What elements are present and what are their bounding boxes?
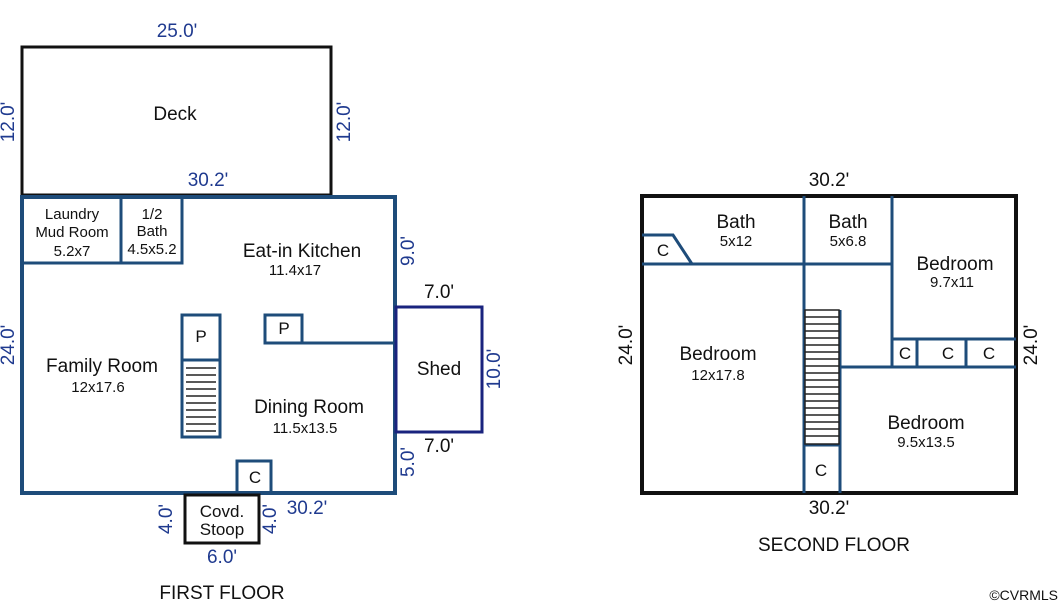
second-floor-dim-bottom: 30.2' — [809, 498, 850, 519]
stoop-dim-bottom: 6.0' — [207, 547, 237, 568]
laundry-bath-walls — [22, 197, 184, 265]
second-floor-dim-right: 24.0' — [1021, 325, 1042, 366]
bedroom-w-size: 12x17.8 — [691, 367, 744, 384]
shed-outline — [394, 305, 484, 434]
shed-label: Shed — [417, 359, 461, 380]
deck-dim-bottom: 30.2' — [188, 170, 229, 191]
stoop-outline — [183, 493, 261, 545]
closet-first-floor-label: C — [249, 468, 261, 487]
stoop-label-2: Stoop — [200, 520, 244, 539]
bath2-size: 5x6.8 — [830, 233, 867, 250]
first-floor-dim-right-upper: 9.0' — [398, 236, 419, 266]
first-floor-plan: Deck 25.0' 12.0' 12.0' 30.2' Laundry Mud… — [0, 21, 505, 604]
laundry-label-2: Mud Room — [35, 224, 108, 241]
first-floor-caption: FIRST FLOOR — [159, 583, 284, 604]
dining-room-label: Dining Room — [254, 397, 364, 418]
first-floor-dim-bottom: 30.2' — [287, 498, 328, 519]
second-floor-outline — [640, 194, 1018, 495]
deck-dim-right: 12.0' — [334, 102, 355, 143]
bedroom-ne-size: 9.7x11 — [930, 274, 974, 291]
stairs-second-floor — [805, 316, 839, 437]
shed-dim-bottom: 7.0' — [424, 436, 454, 457]
dining-room-size: 11.5x13.5 — [273, 420, 338, 437]
closet-first-floor — [235, 459, 273, 495]
second-floor-plan: C Bath 5x12 Bath 5x6.8 Bedroom 9.7x11 Be… — [616, 170, 1042, 556]
second-floor-dim-top: 30.2' — [809, 170, 850, 191]
pantry-right-label: P — [278, 319, 289, 338]
laundry-label-1: Laundry — [45, 206, 100, 223]
stoop-dim-left: 4.0' — [156, 504, 177, 534]
bath1-size: 5x12 — [720, 233, 753, 250]
bedroom-w-label: Bedroom — [679, 344, 756, 365]
pantry-left-box — [180, 313, 222, 439]
first-floor-dim-right-lower: 5.0' — [398, 447, 419, 477]
bedroom-ne-label: Bedroom — [916, 254, 993, 275]
watermark: ©CVRMLS — [989, 587, 1058, 603]
closet-nw-label: C — [657, 241, 669, 260]
deck-dim-top: 25.0' — [157, 21, 198, 42]
shed-dim-top: 7.0' — [424, 282, 454, 303]
closet-row-1-label: C — [899, 344, 911, 363]
closet-nw-wall — [642, 233, 694, 265]
bath2-label: Bath — [828, 212, 867, 233]
kitchen-label: Eat-in Kitchen — [243, 241, 361, 262]
bedroom-se-size: 9.5x13.5 — [897, 434, 955, 451]
laundry-size: 5.2x7 — [54, 243, 91, 260]
closet-row-3-label: C — [983, 344, 995, 363]
half-bath-size: 4.5x5.2 — [127, 241, 176, 258]
deck-label: Deck — [153, 104, 197, 125]
stoop-label-1: Covd. — [200, 502, 244, 521]
shed-dim-right: 10.0' — [484, 349, 505, 390]
half-bath-label-1: 1/2 — [142, 206, 163, 223]
pantry-left-label: P — [195, 327, 206, 346]
half-bath-label-2: Bath — [137, 223, 168, 240]
bath1-label: Bath — [716, 212, 755, 233]
stoop-dim-right: 4.0' — [260, 504, 281, 534]
deck-dim-left: 12.0' — [0, 102, 19, 143]
first-floor-dim-left: 24.0' — [0, 325, 19, 366]
stairs-second-floor-box — [804, 309, 840, 445]
closet-row-2-label: C — [942, 344, 954, 363]
second-floor-walls — [642, 196, 1016, 493]
bedroom-se-label: Bedroom — [887, 413, 964, 434]
stairs-first-floor — [186, 367, 216, 432]
closet-stair-label: C — [815, 461, 827, 480]
pantry-right-box — [263, 313, 395, 345]
family-room-label: Family Room — [46, 356, 158, 377]
second-floor-caption: SECOND FLOOR — [758, 535, 910, 556]
second-floor-dim-left: 24.0' — [616, 325, 637, 366]
kitchen-size: 11.4x17 — [269, 262, 321, 279]
family-room-size: 12x17.6 — [71, 379, 124, 396]
